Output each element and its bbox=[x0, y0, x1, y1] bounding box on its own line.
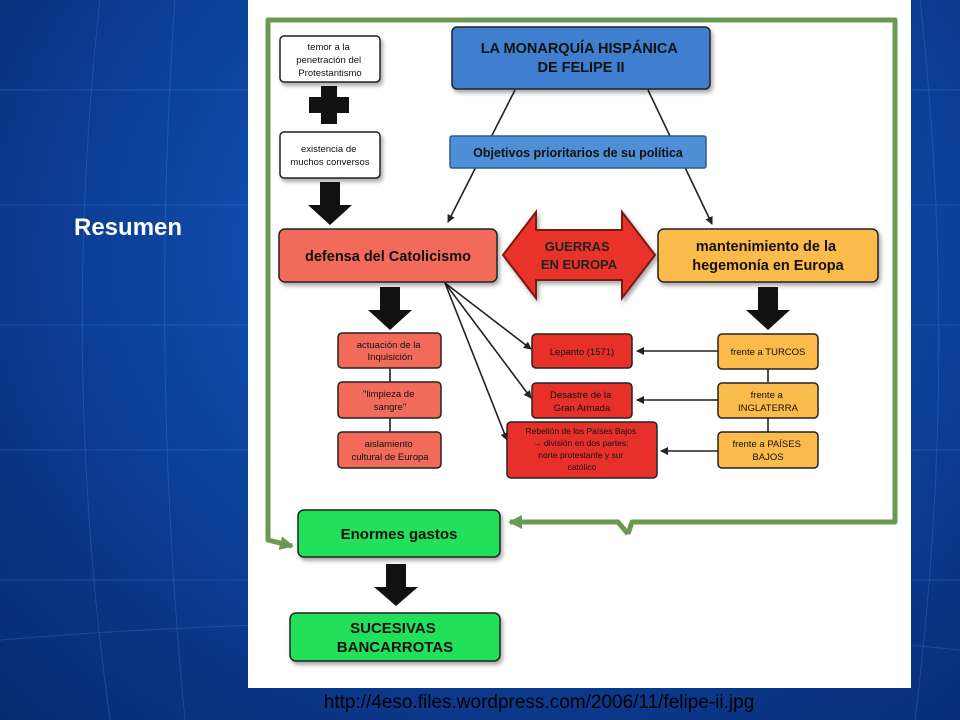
slide-title: Resumen bbox=[74, 214, 183, 241]
wars-double-arrow bbox=[501, 209, 657, 301]
objectives-node: Objetivos prioritarios de su política bbox=[473, 146, 684, 160]
turcos-node: frente a TURCOS bbox=[731, 347, 806, 358]
arrow-defense-to-rebellion bbox=[444, 282, 509, 441]
title-node-box bbox=[451, 26, 711, 90]
arrow-defense-to-lepanto bbox=[444, 282, 532, 350]
block-arrow-hegemony-to-fronts bbox=[746, 287, 790, 330]
limpieza-node: "limpieza de sangre" bbox=[363, 389, 417, 413]
fear-node-box bbox=[279, 35, 381, 83]
aislamiento-node-box bbox=[337, 431, 442, 469]
paises-bajos-node: frente a PAÍSES BAJOS bbox=[732, 439, 803, 463]
defense-node: defensa del Catolicismo bbox=[305, 249, 471, 265]
inquisition-node-box bbox=[337, 332, 442, 369]
converts-node: existencia de muchos conversos bbox=[290, 144, 369, 168]
block-arrow-defense-to-items bbox=[368, 287, 412, 330]
paises-bajos-node-box bbox=[717, 431, 819, 469]
concept-map-panel: LA MONARQUÍA HISPÁNICA DE FELIPE II Obje… bbox=[248, 0, 911, 688]
inquisition-node: actuación de la Inquisición bbox=[357, 340, 424, 363]
lepanto-node: Lepanto (1571) bbox=[550, 347, 614, 358]
bankruptcy-node-box bbox=[289, 612, 501, 662]
loop-arrow-to-expenses bbox=[508, 515, 630, 536]
feedback-loop-arrow bbox=[265, 17, 898, 550]
inglaterra-node-box bbox=[717, 382, 819, 419]
converts-node-box bbox=[279, 131, 381, 179]
fear-node: temor a la penetración del Protestantism… bbox=[296, 42, 364, 79]
turcos-node-box bbox=[717, 333, 819, 370]
source-url: http://4eso.files.wordpress.com/2006/11/… bbox=[323, 692, 755, 713]
defense-node-box bbox=[278, 228, 498, 283]
hegemony-node: mantenimiento de la hegemonía en Europa bbox=[692, 239, 844, 274]
lepanto-node-box bbox=[531, 333, 633, 369]
arrow-defense-to-armada bbox=[444, 282, 532, 399]
armada-node: Desastre de la Gran Armada bbox=[550, 390, 614, 414]
rebellion-node-box bbox=[506, 421, 658, 479]
objectives-node-box bbox=[449, 135, 707, 169]
aislamiento-node: aislamiento cultural de Europa bbox=[351, 439, 429, 463]
expenses-node-box bbox=[297, 509, 501, 558]
hegemony-node-box bbox=[657, 228, 879, 283]
armada-node-box bbox=[531, 382, 633, 419]
concept-map: LA MONARQUÍA HISPÁNICA DE FELIPE II Obje… bbox=[265, 17, 898, 662]
title-node: LA MONARQUÍA HISPÁNICA DE FELIPE II bbox=[481, 40, 682, 76]
plus-icon bbox=[309, 86, 349, 124]
block-arrow-expenses-to-bankruptcy bbox=[374, 564, 418, 606]
wars-node: GUERRAS EN EUROPA bbox=[541, 239, 618, 272]
bankruptcy-node: SUCESIVAS BANCARROTAS bbox=[337, 620, 453, 656]
rebellion-node: Rebelión de los Países Bajos → división … bbox=[526, 426, 639, 472]
block-arrow-converts-to-defense bbox=[308, 182, 352, 225]
inglaterra-node: frente a INGLATERRA bbox=[738, 390, 799, 414]
limpieza-node-box bbox=[337, 381, 442, 419]
expenses-node: Enormes gastos bbox=[341, 526, 458, 543]
